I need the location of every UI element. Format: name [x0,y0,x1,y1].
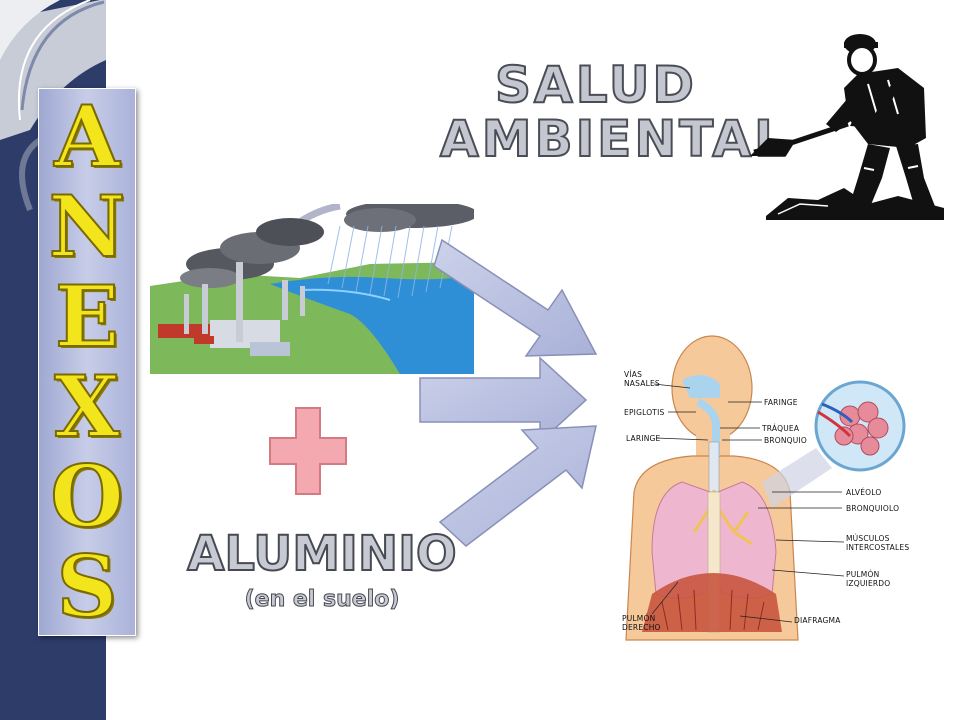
arrow-top-icon [433,238,598,357]
heading-line2: AMBIENTAL [439,110,789,168]
anexos-letter-o: O [49,447,124,546]
respiratory-diagram: VÍAS NASALES EPIGLOTIS LARINGE FARINGE T… [612,332,952,642]
label-musculos-intercostales: MÚSCULOS INTERCOSTALES [846,534,910,552]
label-faringe: FARINGE [764,398,798,407]
label-traquea: TRÁQUEA [762,424,800,433]
label-pulmon-izquierdo: PULMÓN IZQUIERDO [846,570,891,588]
plus-icon [269,407,347,495]
aluminio-title: ALUMINIO [186,526,457,582]
aluminio-subtitle: (en el suelo) [244,587,400,613]
arrow-bottom-icon [438,425,597,547]
arrow-middle-icon [419,356,588,444]
anexos-letter-a: A [53,87,120,186]
label-laringe: LARINGE [626,434,661,443]
anexos-letter-n: N [48,177,127,276]
label-bronquiolo: BRONQUIOLO [846,504,900,513]
pollution-scene-illustration [150,204,474,374]
anexos-letter-e: E [54,267,120,366]
label-vias-nasales: VÍAS NASALES [624,370,660,388]
anexos-letters: A N E X O S [39,87,135,636]
label-bronquio: BRONQUIO [764,436,807,445]
torso-illustration [625,335,906,641]
anexos-card: A N E X O S [38,88,136,636]
arrows-group [419,238,598,547]
anexos-letter-x: X [53,357,120,456]
salud-ambiental-heading: SALUD AMBIENTAL [439,56,789,168]
label-alveolo: ALVÉOLO [846,488,882,497]
label-epiglotis: EPIGLOTIS [624,408,665,417]
heading-line1: SALUD [494,56,697,114]
label-diafragma: DIAFRAGMA [794,616,841,625]
worker-shovel-illustration [750,34,944,220]
decorative-arcs [0,0,106,212]
label-pulmon-derecho: PULMÓN DERECHO [622,614,661,632]
anexos-letter-s: S [56,537,119,636]
